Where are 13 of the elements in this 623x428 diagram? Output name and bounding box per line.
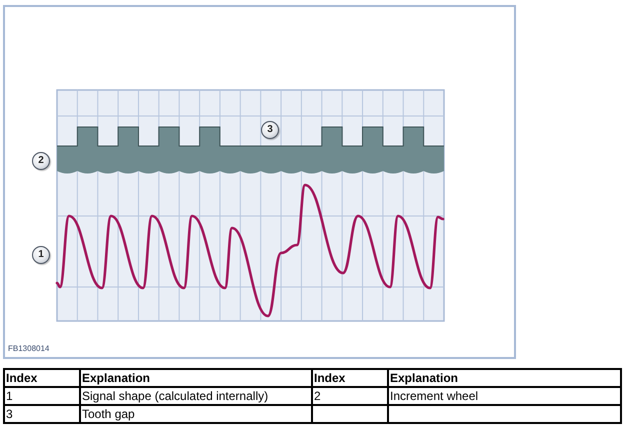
callout-number: 1: [32, 246, 50, 264]
column-header: Explanation: [80, 369, 312, 387]
figure-code: FB1308014: [8, 344, 50, 354]
explanation-text: Tooth gap: [80, 405, 312, 423]
column-header: Index: [4, 369, 80, 387]
explanation-text: Signal shape (calculated internally): [80, 387, 312, 405]
explanation-text: Increment wheel: [388, 387, 621, 405]
column-header: Explanation: [388, 369, 621, 387]
column-header: Index: [312, 369, 388, 387]
index-number: 3: [4, 405, 80, 423]
callout-number: 2: [32, 152, 50, 170]
index-number: 2: [312, 387, 388, 405]
index-number: 1: [4, 387, 80, 405]
